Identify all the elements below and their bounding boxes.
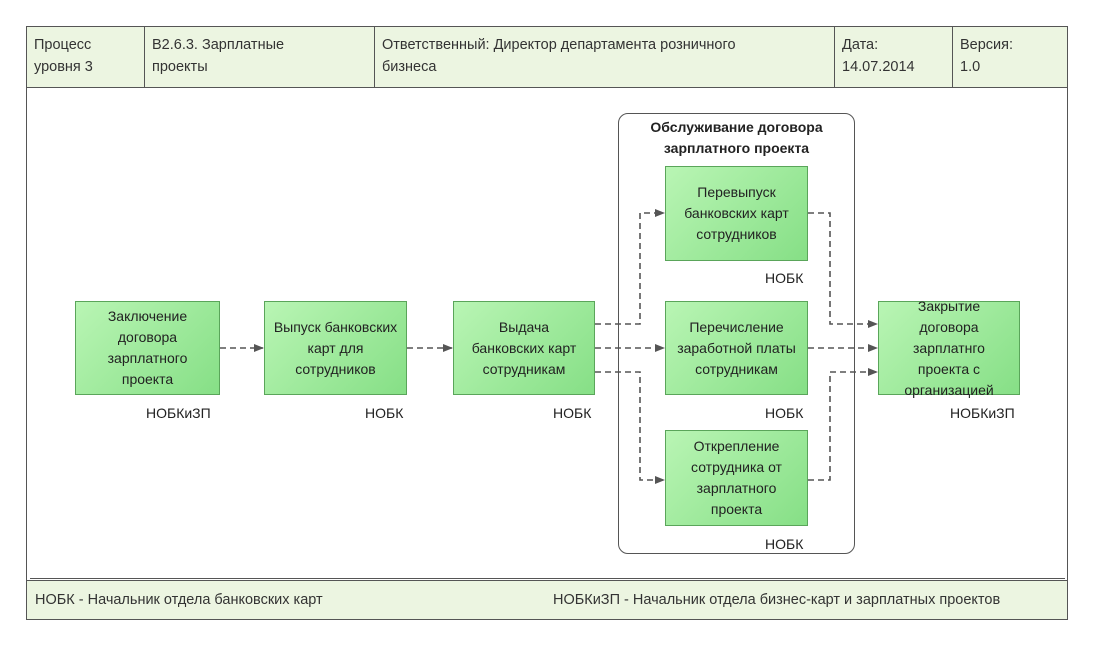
header-process-name: В2.6.3. Зарплатные проекты	[145, 27, 375, 87]
process-salary-transfer[interactable]: Перечисление заработной платы сотрудника…	[665, 301, 808, 395]
edge-p3-p4	[595, 209, 665, 325]
legend-nobk: НОБК - Начальник отдела банковских карт	[35, 592, 323, 608]
process-close-contract[interactable]: Закрытие договора зарплатнго проекта с о…	[878, 298, 1020, 398]
role-label: НОБК	[365, 405, 404, 421]
process-hand-out-cards[interactable]: Выдача банковских карт сотрудникам	[453, 301, 595, 395]
legend-bar: НОБК - Начальник отдела банковских карт …	[26, 580, 1068, 620]
edge-p4-p7	[808, 212, 878, 328]
edge-p3-p6	[595, 371, 665, 484]
role-label: НОБК	[765, 270, 804, 286]
header-level: Процесс уровня 3	[27, 27, 145, 87]
role-label: НОБК	[765, 536, 804, 552]
process-detach-employee[interactable]: Открепление сотрудника от зарплатного пр…	[665, 430, 808, 526]
role-label: НОБКиЗП	[950, 405, 1015, 421]
header-owner: Ответственный: Директор департамента роз…	[375, 27, 835, 87]
process-reissue-cards[interactable]: Перевыпуск банковских карт сотрудников	[665, 166, 808, 261]
role-label: НОБКиЗП	[146, 405, 211, 421]
edge-p6-p7	[808, 368, 878, 481]
header-table: Процесс уровня 3 В2.6.3. Зарплатные прое…	[26, 26, 1068, 88]
process-conclude-contract[interactable]: Заключение договора зарплатного проекта	[75, 301, 220, 395]
header-version: Версия: 1.0	[960, 37, 1014, 75]
footer-divider	[30, 578, 1065, 579]
header-date: Дата: 14.07.2014	[835, 27, 953, 87]
role-label: НОБК	[553, 405, 592, 421]
service-group-title: Обслуживание договора зарплатного проект…	[650, 119, 823, 156]
role-label: НОБК	[765, 405, 804, 421]
legend-nobkizp: НОБКиЗП - Начальник отдела бизнес-карт и…	[553, 592, 1001, 608]
process-issue-cards[interactable]: Выпуск банковских карт для сотрудников	[264, 301, 407, 395]
